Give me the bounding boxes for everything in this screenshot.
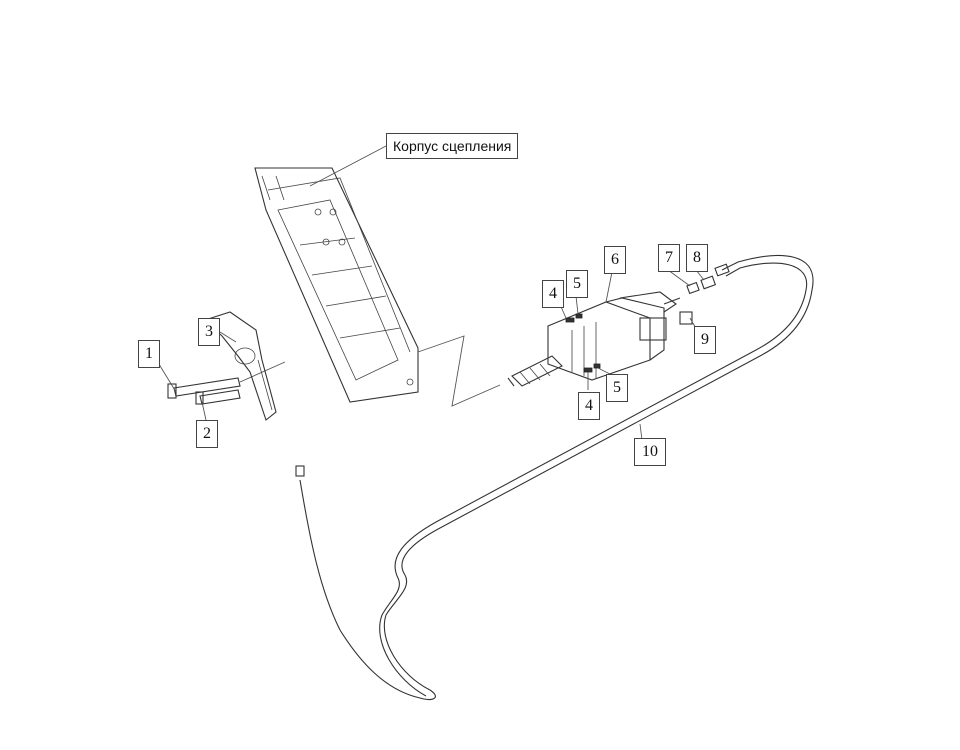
bolt-1 xyxy=(167,377,241,399)
clutch-housing xyxy=(254,167,419,403)
hydraulic-line xyxy=(295,254,814,701)
screws-4-5 xyxy=(565,313,601,373)
label-3: 3 xyxy=(198,318,220,346)
label-8: 8 xyxy=(686,244,708,272)
break-line xyxy=(239,335,501,407)
label-4-bottom: 4 xyxy=(578,392,600,420)
label-5-top: 5 xyxy=(566,270,588,298)
label-1: 1 xyxy=(138,340,160,368)
label-7: 7 xyxy=(658,244,680,272)
label-6: 6 xyxy=(604,246,626,274)
label-5-bottom: 5 xyxy=(606,374,628,402)
fitting-9 xyxy=(679,311,693,325)
label-10: 10 xyxy=(634,438,666,466)
label-2: 2 xyxy=(196,420,218,448)
clutch-servo xyxy=(507,291,681,387)
label-9: 9 xyxy=(694,326,716,354)
clutch-housing-caption: Корпус сцепления xyxy=(386,133,519,159)
label-4-top: 4 xyxy=(542,280,564,308)
bolt-2 xyxy=(195,389,241,405)
fitting-7-8 xyxy=(686,275,717,295)
release-fork xyxy=(203,311,277,421)
